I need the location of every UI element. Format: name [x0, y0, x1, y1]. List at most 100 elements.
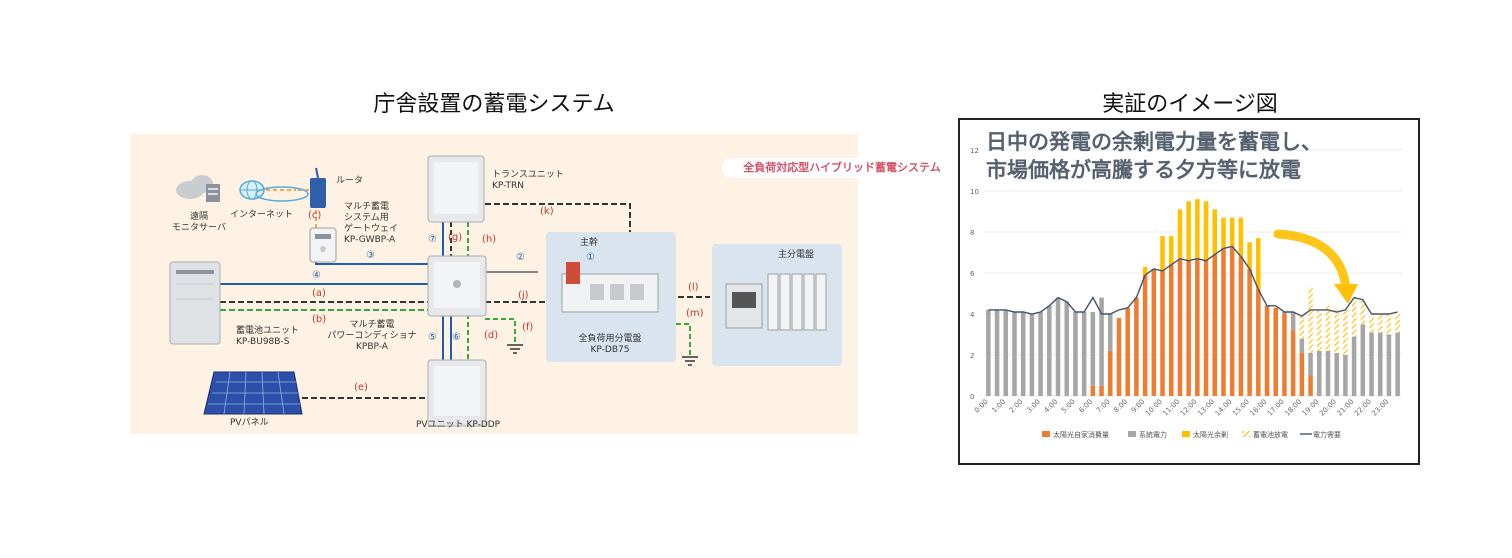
chart-title: 実証のイメージ図 [1102, 92, 1278, 117]
num-3: ③ [366, 250, 375, 261]
bar-segment [1029, 314, 1035, 396]
x-tick-label: 11:00 [1161, 398, 1181, 418]
demand-line [988, 245, 1398, 317]
tag-d: (d) [484, 330, 499, 341]
bar-segment [1308, 287, 1313, 353]
label-remote-server: 遠隔 モニタサーバ [172, 212, 226, 233]
bar-segment [1195, 199, 1200, 259]
tag-j: (j) [518, 290, 529, 301]
bar-segment [1012, 311, 1017, 396]
bar-segment [1377, 314, 1383, 333]
bar-segment [1168, 236, 1174, 265]
legend-swatch [1182, 431, 1190, 437]
x-tick-label: 1:00 [990, 398, 1007, 415]
legend-label: 太陽光余剰 [1193, 430, 1228, 439]
legend-label: 太陽光自家消費量 [1053, 430, 1109, 439]
bar-segment [1212, 254, 1218, 396]
router-icon [310, 167, 326, 208]
bar-segment [1325, 305, 1331, 351]
legend-label: 蓄電池放電 [1253, 430, 1288, 439]
legend-label: 系統電力 [1139, 430, 1167, 439]
bar-segment [1299, 352, 1305, 396]
shift-arrow-icon [1273, 229, 1351, 293]
x-tick-label: 20:00 [1318, 398, 1338, 418]
bar-segment [1003, 309, 1009, 396]
x-tick-label: 3:00 [1025, 398, 1042, 415]
bar-segment [1369, 332, 1374, 396]
bar-segment [1081, 311, 1087, 396]
bar-segment [1360, 324, 1366, 396]
x-tick-label: 2:00 [1008, 398, 1025, 415]
ground-symbols [507, 344, 698, 366]
wire-f [485, 318, 516, 344]
bar-segment [1151, 268, 1157, 396]
bar-segment [1308, 352, 1313, 376]
bar-segment [994, 309, 1000, 396]
chart-heading: 日中の発電の余剰電力量を蓄電し、 市場価格が高騰する夕方等に放電 [986, 130, 1322, 182]
label-internet: インターネット [230, 210, 294, 220]
y-tick-label: 0 [970, 393, 974, 401]
bar-segment [1186, 260, 1191, 396]
bar-segment [1325, 350, 1331, 396]
tag-g: (g) [448, 232, 463, 243]
x-tick-label: 5:00 [1060, 398, 1077, 415]
bar-segment [1360, 299, 1366, 325]
bar-segment [1299, 338, 1305, 353]
bar-segment [1247, 268, 1252, 396]
label-pv-panel: PVパネル [230, 418, 269, 428]
num-1: ① [586, 252, 595, 263]
tag-m: (m) [686, 308, 704, 319]
bar-segment [1351, 336, 1357, 396]
main-panel-icon [712, 244, 842, 366]
bar-segment [1395, 311, 1400, 333]
y-tick-label: 10 [970, 188, 979, 196]
bar-segment [1264, 305, 1270, 396]
bar-segment [1238, 217, 1244, 257]
diagram-graphics [169, 155, 842, 427]
x-tick-label: 13:00 [1196, 398, 1216, 418]
label-transformer: トランスユニット KP-TRN [492, 170, 564, 191]
bar-segment [1203, 260, 1209, 396]
num-7: ⑦ [428, 234, 437, 245]
bar-segment [1386, 314, 1392, 335]
label-main-switch: 主幹 [580, 238, 599, 248]
bar-segment [1308, 375, 1313, 396]
bar-segment [986, 309, 991, 396]
label-gateway: マルチ蓄電 システム用 ゲートウェイ KP-GWBP-A [344, 202, 399, 245]
x-tick-label: 12:00 [1179, 398, 1199, 418]
bar-segment [1020, 311, 1026, 396]
system-badge: 全負荷対応型ハイブリッド蓄電システム [722, 158, 962, 178]
bar-segment [1203, 201, 1209, 261]
bar-segment [1177, 258, 1183, 396]
bar-segment [1099, 297, 1104, 386]
bar-segment [1334, 309, 1339, 353]
bar-segment [1142, 266, 1148, 276]
bar-segment [1229, 246, 1235, 396]
x-tick-label: 19:00 [1301, 398, 1321, 418]
x-tick-label: 0:00 [973, 398, 990, 415]
bar-segment [1186, 201, 1191, 261]
bar-segment [1108, 314, 1113, 351]
bar-segment [1351, 297, 1357, 337]
y-tick-label: 6 [970, 270, 975, 278]
pv-panel-icon [203, 371, 303, 415]
battery-unit-icon [169, 261, 221, 345]
label-pcs: マルチ蓄電 パワーコンディショナ KPBP-A [327, 320, 417, 352]
legend-label: 電力需要 [1313, 430, 1341, 439]
x-tick-label: 14:00 [1214, 398, 1234, 418]
bar-segment [1343, 355, 1348, 396]
bar-segment [1273, 307, 1278, 396]
tag-e: (e) [354, 382, 368, 393]
label-main-panel: 主分電盤 [778, 250, 815, 260]
bar-segment [1047, 305, 1052, 396]
bar-segment [1160, 236, 1165, 271]
x-tick-label: 23:00 [1370, 398, 1390, 418]
internet-icon [239, 180, 309, 202]
bar-segment [1073, 311, 1078, 396]
bar-segment [1377, 332, 1383, 396]
bar-segment [1177, 209, 1183, 259]
bar-segment [1229, 217, 1235, 247]
pcs-unit-icon [427, 255, 487, 317]
